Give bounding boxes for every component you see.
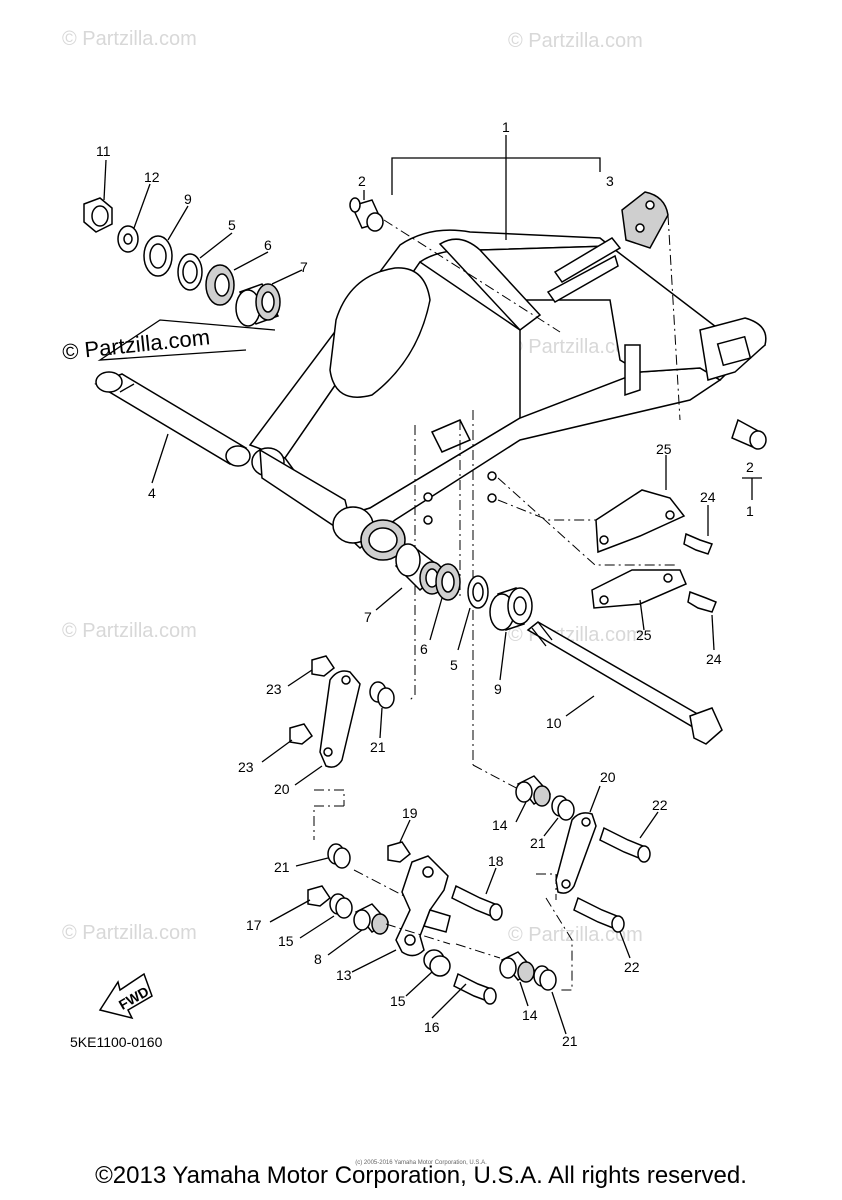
washer-5-top [177,253,203,291]
washer-12 [117,225,139,253]
callout-14-bot: 14 [522,1007,538,1023]
bolt-22-bot [573,896,625,933]
callout-2-right: 2 [746,459,754,475]
callout-20-left: 20 [274,781,290,797]
collar-15-b [423,949,451,977]
callout-3: 3 [606,173,614,189]
callout-5-mid: 5 [450,657,458,673]
callout-25-top: 25 [656,441,672,457]
bearing-8 [353,903,390,935]
callout-20-right: 20 [600,769,616,785]
bracket-25-top [595,489,686,554]
collar-15-a [329,893,353,919]
callout-21-b: 21 [530,835,546,851]
watermark: © Partzilla.com [62,28,197,50]
callout-22-bot: 22 [624,959,640,975]
seal-9-mid [489,587,533,631]
bearing-6-mid [435,563,461,601]
collar-14-bot [499,951,536,983]
callout-23-top: 23 [266,681,282,697]
watermark: © Partzilla.com [508,336,643,358]
callout-23-bot: 23 [238,759,254,775]
bracket-25-bot [591,569,687,609]
collar-21-c [327,843,351,869]
fwd-arrow-icon: FWD [98,972,153,1020]
callout-25-bot: 25 [636,627,652,643]
callout-1-right: 1 [746,503,754,519]
callout-15-b: 15 [390,993,406,1009]
bearing-6-top [205,264,235,306]
callout-21-d: 21 [562,1033,578,1049]
bolt-22-top [599,826,651,863]
callout-5-top: 5 [228,217,236,233]
bushing-2-right [731,418,767,450]
callout-2-top: 2 [358,173,366,189]
bearing-7-mid [394,543,446,595]
callout-8: 8 [314,951,322,967]
diagram-code: 5KE1100-0160 [70,1034,163,1050]
callout-15-a: 15 [278,933,294,949]
collar-21-a [369,681,395,709]
collar-21-d [533,965,557,991]
callout-4: 4 [148,485,156,501]
pivot-shaft-4 [94,371,251,467]
bolt-24-top [683,532,713,555]
swingarm [248,229,767,561]
watermark: © Partzilla.com [62,620,197,642]
bushing-2-top [349,197,384,232]
callout-6-mid: 6 [420,641,428,657]
callout-9-mid: 9 [494,681,502,697]
tiny-copyright: (c) 2005-2016 Yamaha Motor Corporation, … [355,1160,487,1166]
callout-13: 13 [336,967,352,983]
callout-16: 16 [424,1019,440,1035]
bearing-7-top [235,283,281,327]
bolt-24-bot [687,590,717,613]
plate-3 [621,191,669,249]
seal-9-top [143,235,173,277]
copyright-notice: ©2013 Yamaha Motor Corporation, U.S.A. A… [95,1162,747,1189]
nut-23-bot [289,723,314,745]
relay-arm-13 [395,855,451,957]
callout-7-top: 7 [300,259,308,275]
pivot-bolt-10 [526,621,723,745]
bolt-18 [451,884,503,921]
callout-6-top: 6 [264,237,272,253]
callout-17: 17 [246,917,262,933]
link-arm-20-right [555,812,597,894]
washer-5-mid [467,575,489,609]
collar-21-b [551,795,575,821]
watermark: © Partzilla.com [62,922,197,944]
watermark: © Partzilla.com [508,924,643,946]
collar-14-top [515,775,552,807]
nut-17 [307,885,332,907]
callout-24-top: 24 [700,489,716,505]
callout-7-mid: 7 [364,609,372,625]
callout-18: 18 [488,853,504,869]
watermark: © Partzilla.com [508,30,643,52]
callout-24-bot: 24 [706,651,722,667]
callout-9-top: 9 [184,191,192,207]
callout-19: 19 [402,805,418,821]
callout-22-top: 22 [652,797,668,813]
callout-21-a: 21 [370,739,386,755]
callout-14-top: 14 [492,817,508,833]
callout-10: 10 [546,715,562,731]
callout-11: 11 [96,143,111,159]
callout-1-top: 1 [502,119,510,135]
nut-19 [387,841,412,863]
bolt-16 [453,972,497,1005]
callout-12: 12 [144,169,160,185]
callout-21-c: 21 [274,859,290,875]
link-arm-20-left [319,670,361,768]
nut-23-top [311,655,336,677]
nut-11 [83,197,113,233]
